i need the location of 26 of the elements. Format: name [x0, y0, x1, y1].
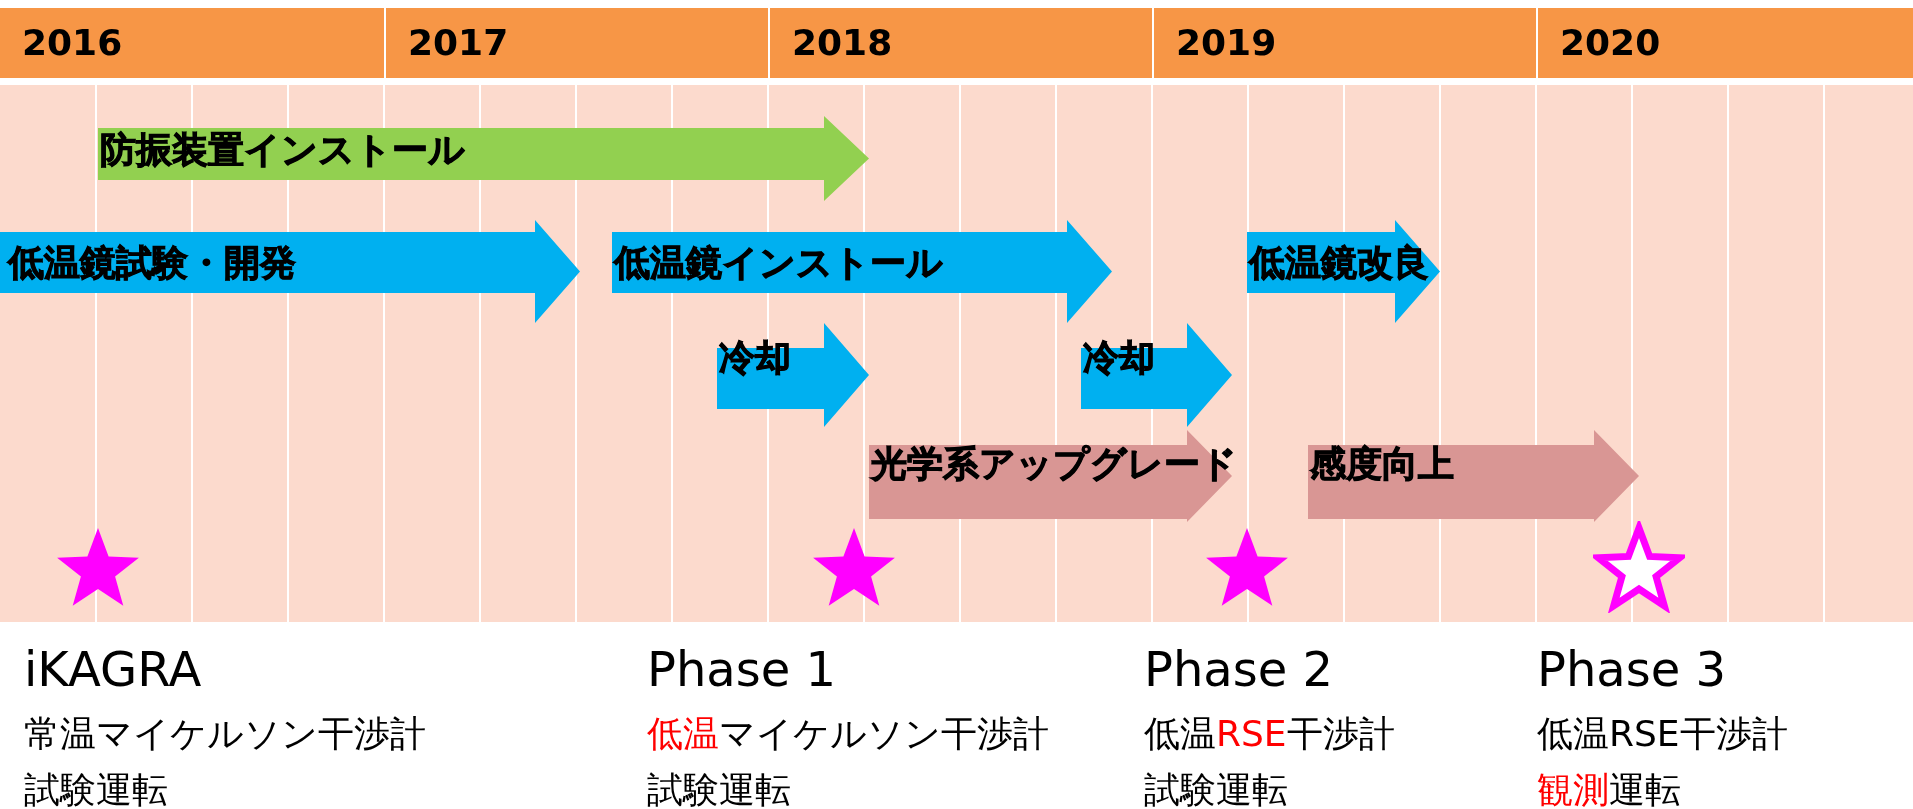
phase-description: 低温RSE干渉計: [1537, 716, 1788, 752]
year-cell: 2018: [770, 8, 1152, 78]
phase-note: 試験運転: [1144, 772, 1288, 808]
phase-title: Phase 2: [1144, 645, 1334, 693]
phase-note: 試験運転: [24, 772, 168, 808]
phase-note: 試験運転: [647, 772, 791, 808]
phase-title: iKAGRA: [24, 645, 202, 693]
arrow-label: 低温鏡インストール: [614, 245, 943, 281]
phase-description: 低温RSE干渉計: [1144, 716, 1395, 752]
arrow-label: 光学系アップグレード: [871, 446, 1237, 482]
arrow-label: 防振装置インストール: [100, 132, 465, 168]
year-cell: 2016: [0, 8, 384, 78]
arrow-label: 低温鏡試験・開発: [8, 245, 296, 281]
phase-note: 観測運転: [1537, 772, 1681, 808]
phase-title: Phase 1: [647, 645, 837, 693]
star-icon: [1593, 521, 1685, 613]
year-cell: 2019: [1154, 8, 1536, 78]
year-cell: 2017: [386, 8, 768, 78]
arrow-label: 冷却: [719, 340, 791, 376]
arrow-label: 感度向上: [1310, 446, 1454, 482]
phase-title: Phase 3: [1537, 645, 1727, 693]
phase-description: 常温マイケルソン干渉計: [24, 716, 426, 752]
arrow-label: 冷却: [1083, 340, 1155, 376]
year-cell: 2020: [1538, 8, 1913, 78]
arrow-label: 低温鏡改良: [1249, 245, 1429, 281]
phase-description: 低温マイケルソン干渉計: [647, 716, 1049, 752]
